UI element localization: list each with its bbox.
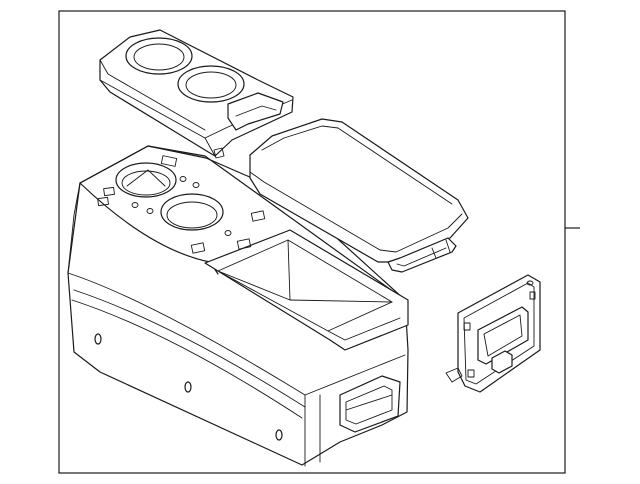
base-cupholder [160,193,224,231]
panel-cupholder [177,65,245,103]
mount-hole [275,429,283,441]
base-cupholder [115,162,177,198]
diagram-frame [58,10,580,474]
cupholder-trim-panel [99,29,294,159]
armrest-lid [249,118,469,273]
bracket-panel [445,274,541,393]
panel-cupholder [125,37,193,75]
console-base [67,145,409,467]
mount-hole [184,381,192,393]
mount-hole [94,333,102,345]
